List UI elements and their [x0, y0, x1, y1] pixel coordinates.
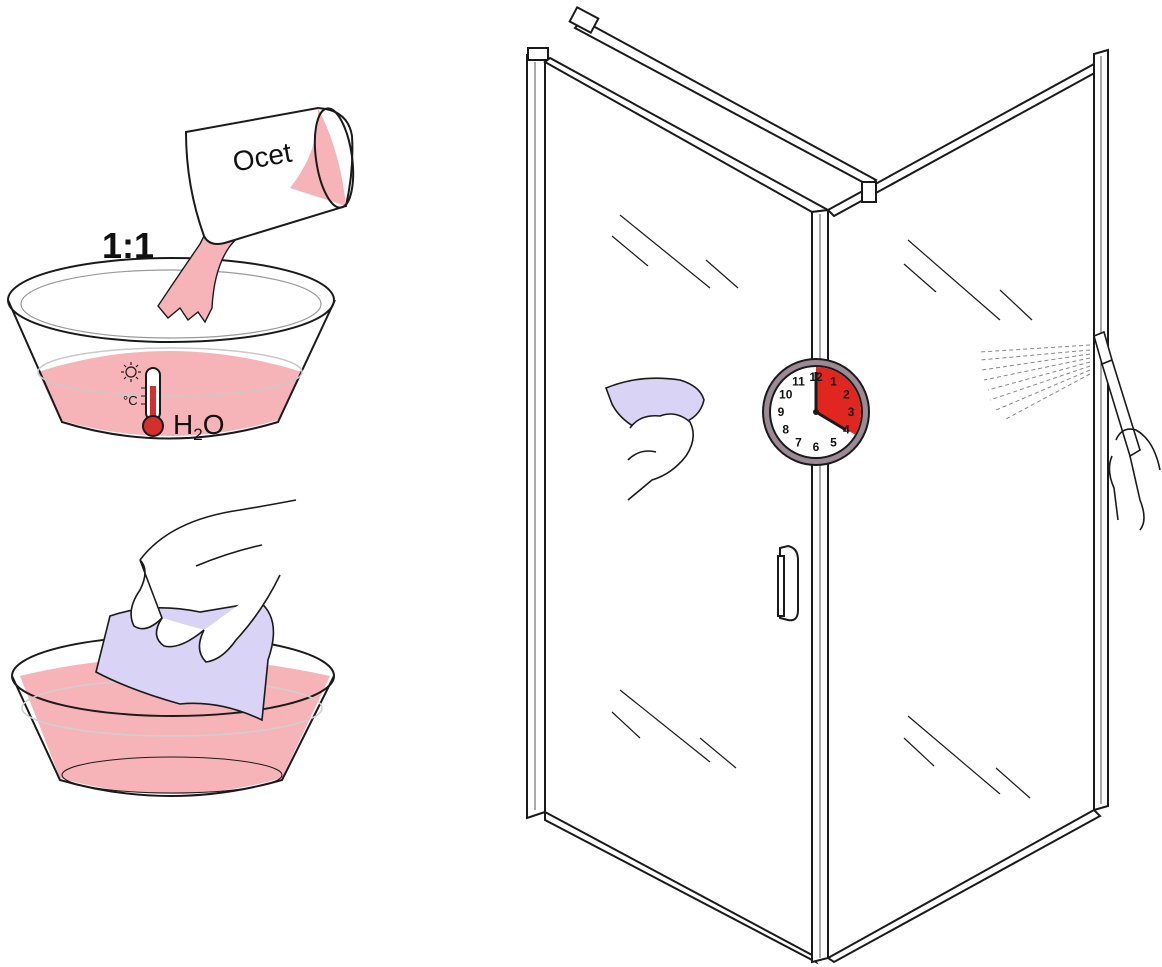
soaking-bowl-group [12, 500, 334, 796]
clock-number: 8 [782, 423, 789, 437]
clock-number: 5 [830, 435, 837, 449]
clock-number: 1 [830, 375, 837, 389]
vinegar-cup: Ocet [186, 106, 359, 244]
clock-number: 9 [778, 405, 785, 419]
ratio-label: 1:1 [102, 225, 154, 266]
clock-number: 3 [848, 405, 855, 419]
shower-head-group [980, 332, 1160, 530]
clock-number: 7 [795, 435, 802, 449]
clock-number: 2 [843, 388, 850, 402]
temperature-unit: °C [123, 393, 138, 408]
clock-number: 6 [813, 440, 820, 454]
clock-number: 10 [779, 388, 793, 402]
shower-enclosure [527, 7, 1108, 962]
clock-number: 11 [792, 375, 805, 389]
wiping-hand [606, 378, 704, 500]
timer-clock-icon: 121234567891011 [763, 359, 869, 465]
water-spray [980, 345, 1090, 420]
wipe-hand-icon [628, 414, 693, 500]
mix-liquid [38, 351, 302, 436]
mixing-bowl-group: Ocet 1:1 °C H2O [8, 106, 359, 444]
